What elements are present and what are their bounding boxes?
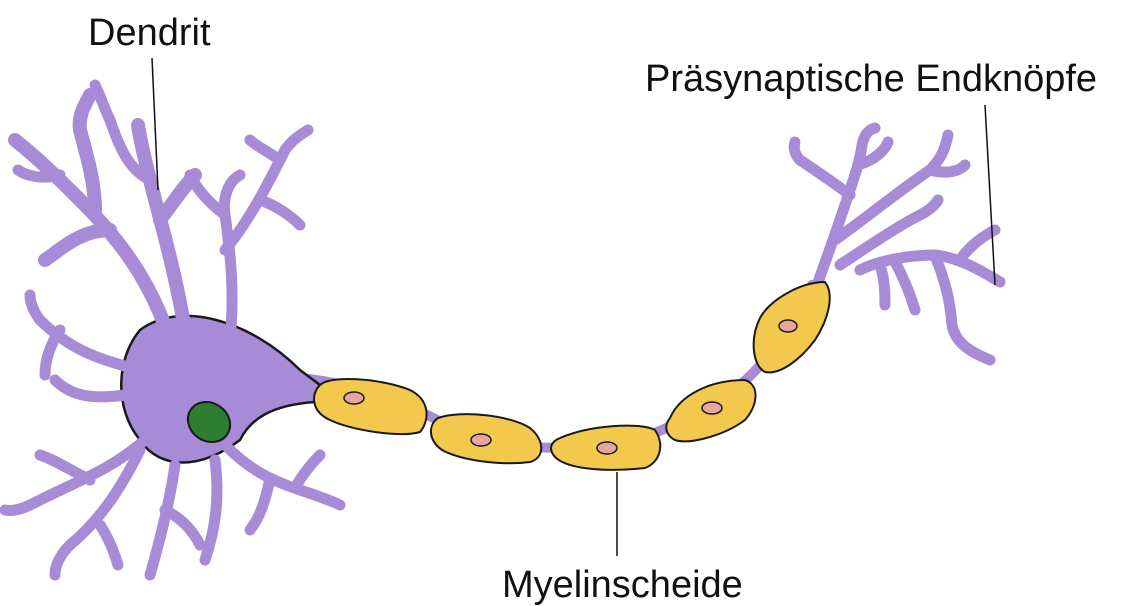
myelin-segment xyxy=(314,379,427,434)
myelin-segment xyxy=(666,380,755,441)
dendrite-label: Dendrit xyxy=(88,14,211,52)
myelin-segment xyxy=(431,414,541,463)
myelin-segment xyxy=(551,426,660,470)
myelin-segment xyxy=(754,282,830,372)
cell-body xyxy=(5,85,340,575)
presynaptic-terminals-label: Präsynaptische Endknöpfe xyxy=(645,60,1097,98)
myelin-sheath-label: Myelinscheide xyxy=(502,566,743,604)
terminals-leader-line xyxy=(985,105,995,285)
axon-terminals xyxy=(794,128,1000,360)
dendrites xyxy=(5,85,340,575)
